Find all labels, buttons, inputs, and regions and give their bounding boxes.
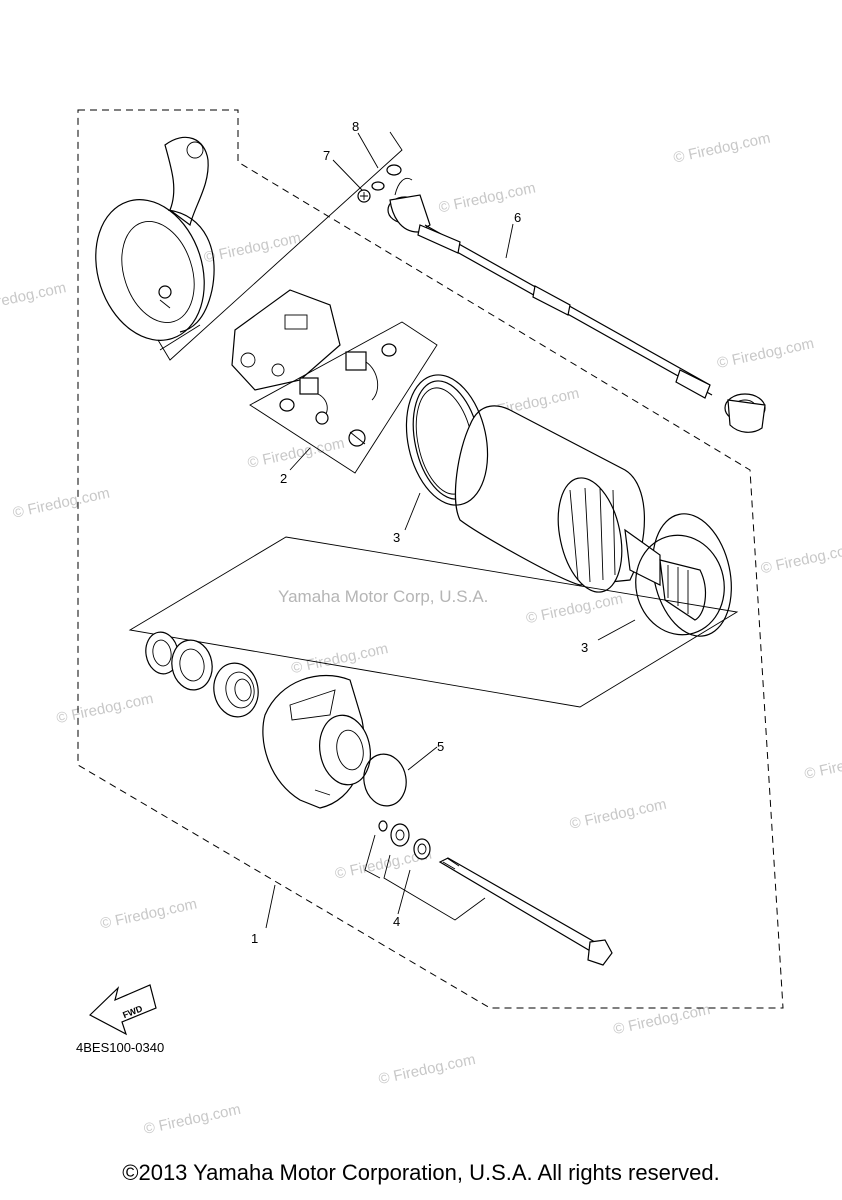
front-cover — [262, 674, 371, 809]
callout-6: 6 — [514, 210, 521, 225]
watermark: © Firedog.com — [11, 485, 111, 522]
callout-4: 4 — [393, 914, 400, 929]
through-bolt — [438, 857, 613, 966]
rear-cover — [95, 136, 215, 341]
callout-7: 7 — [323, 148, 330, 163]
fwd-arrow-icon: FWD — [88, 984, 157, 1036]
watermark: © Firedog.com — [716, 335, 816, 372]
callout-3a: 3 — [393, 530, 400, 545]
brush-holder — [231, 289, 397, 447]
watermark: © Firedog.com — [55, 690, 155, 727]
callout-5: 5 — [437, 739, 444, 754]
lead-wire — [387, 177, 766, 433]
callout-8: 8 — [352, 119, 359, 134]
callout-leaders — [265, 132, 636, 929]
front-bracket — [128, 536, 739, 708]
callout-3b: 3 — [581, 640, 588, 655]
watermark: © Firedog.com — [99, 895, 199, 932]
armature — [412, 380, 732, 637]
watermark: © Firedog.com — [246, 435, 346, 472]
watermark: © Firedog.com — [672, 129, 772, 166]
brush-kit-bracket — [249, 321, 438, 474]
assembly-boundary — [77, 109, 784, 1009]
o-ring — [363, 753, 407, 807]
center-watermark: Yamaha Motor Corp, U.S.A. — [278, 587, 488, 606]
diagram-code: 4BES100-0340 — [76, 1040, 164, 1055]
o-ring-large — [405, 374, 489, 506]
watermark: © Firedog.com — [612, 1001, 712, 1038]
watermark: © Firedog.com — [568, 796, 668, 833]
washers-bearing — [145, 631, 259, 718]
callout-2: 2 — [280, 471, 287, 486]
watermark: © Firedog.com — [437, 179, 537, 216]
watermark: © Firedog.com — [759, 540, 842, 577]
watermark: © Firedog.com — [803, 746, 842, 783]
callout-1: 1 — [251, 931, 258, 946]
watermark: © Firedog.com — [524, 590, 624, 627]
watermark: © Firedog.com — [377, 1051, 477, 1088]
cover-bracket-line — [157, 131, 403, 361]
o-ring-front — [635, 534, 725, 636]
watermark: © Firedog.com — [142, 1101, 242, 1138]
small-parts — [364, 820, 486, 921]
screw-washer — [357, 164, 402, 203]
copyright-notice: ©2013 Yamaha Motor Corporation, U.S.A. A… — [122, 1160, 720, 1185]
watermark: © Firedog.com — [202, 229, 302, 266]
watermark: © Firedog.com — [0, 279, 68, 316]
